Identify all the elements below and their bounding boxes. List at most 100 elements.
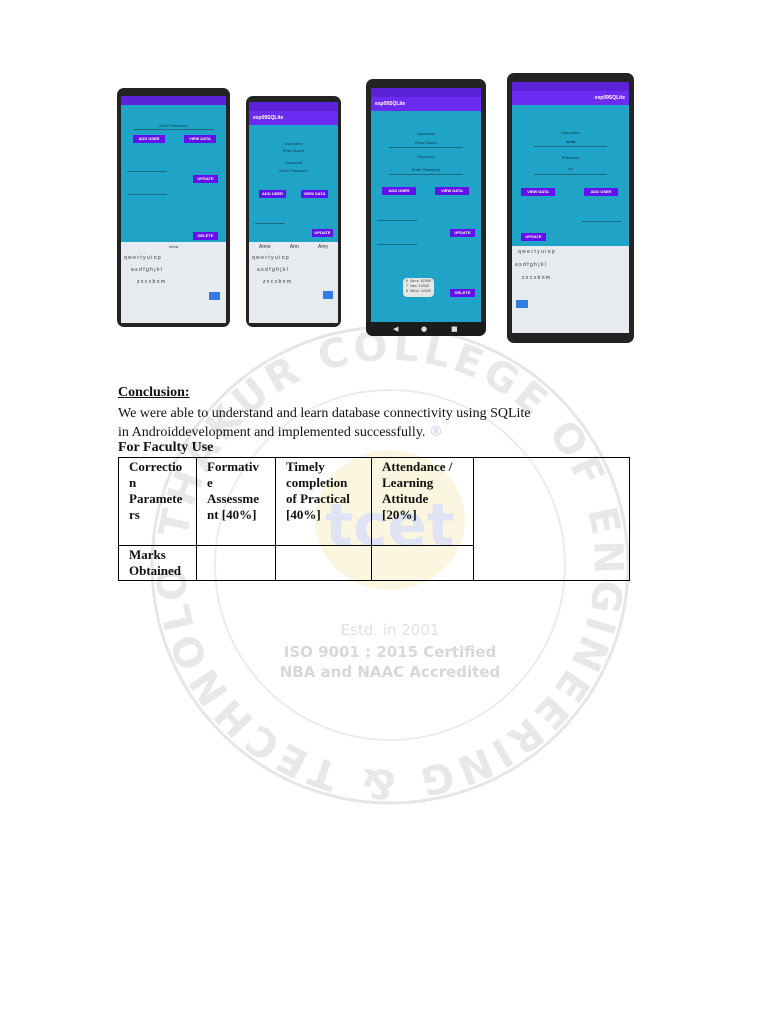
data-toast: 6 Sara 67890 7 Sam 12345 8 Neha 12345: [403, 278, 435, 297]
faculty-heading: For Faculty Use: [118, 440, 214, 455]
status-bar: [121, 96, 226, 105]
marks-timely[interactable]: [275, 545, 372, 581]
keyboard-row-1[interactable]: q w e r t y u i o p: [252, 255, 289, 261]
name-input[interactable]: Enter Name: [282, 148, 305, 153]
faculty-assessment-table: Correctio n Paramete rs Formativ e Asses…: [118, 457, 630, 581]
header-line: Formativ: [207, 459, 259, 474]
field-underline: [255, 223, 285, 224]
header-formative-assessment: Formativ e Assessme nt [40%]: [196, 457, 276, 546]
view-data-button[interactable]: VIEW DATA: [184, 135, 216, 143]
suggestion-ann[interactable]: Ann: [289, 244, 299, 250]
keyboard-row-1[interactable]: q w e r t y u i o p: [124, 255, 161, 261]
name-input[interactable]: Enter Name: [415, 140, 437, 145]
keyboard-row-3[interactable]: z x c v b n m: [263, 279, 292, 285]
app-title: exp09SQLite: [371, 97, 481, 111]
password-label: Password: [561, 155, 580, 160]
update-button[interactable]: UPDATE: [450, 229, 475, 237]
status-bar: [512, 82, 629, 91]
phone-screenshot-3: exp09SQLite Username Enter Name Password…: [366, 79, 486, 336]
field-underline: [534, 174, 607, 175]
header-line: Learning: [382, 475, 434, 490]
password-hint: Enter Password: [159, 123, 188, 128]
nav-bar: ◀ ● ■: [366, 322, 486, 336]
phone-screenshot-4: exp09SQLite Username neha Password •••• …: [507, 73, 634, 343]
back-icon[interactable]: ◀: [393, 325, 399, 333]
password-label: Password: [284, 160, 303, 165]
watermark-accreditation: NBA and NAAC Accredited: [280, 663, 501, 681]
toast-line: 7 Sam 12345: [406, 285, 430, 289]
view-data-button[interactable]: VIEW DATA: [435, 187, 469, 195]
password-input[interactable]: Enter Password: [411, 167, 441, 172]
username-label: Username: [561, 130, 580, 135]
add-user-button[interactable]: ADD USER: [584, 188, 618, 196]
keyboard-row-3[interactable]: z x c v b n m: [522, 275, 551, 281]
header-line: Attitude: [382, 491, 429, 506]
header-line: of Practical: [286, 491, 350, 506]
suggestion-neha[interactable]: neha: [169, 244, 178, 249]
password-label: Password: [417, 154, 435, 159]
header-attendance: Attendance / Learning Attitude [20%]: [371, 457, 474, 546]
add-user-button[interactable]: ADD USER: [133, 135, 165, 143]
conclusion-heading: Conclusion:: [118, 385, 190, 400]
enter-key[interactable]: [209, 292, 220, 300]
watermark-estd: Estd. in 2001: [341, 621, 440, 639]
status-bar: [371, 88, 481, 97]
soft-keyboard[interactable]: q w e r t y u i o p a s d f g h j k l z …: [512, 246, 629, 333]
suggestion-amy[interactable]: Amy: [318, 244, 328, 250]
marks-row: Marks Obtained: [118, 545, 630, 581]
conclusion-line-2-text: in Androiddevelopment and implemented su…: [118, 425, 426, 440]
header-line: nt [40%]: [207, 507, 257, 522]
soft-keyboard[interactable]: neha q w e r t y u i o p a s d f g h j k…: [121, 242, 226, 323]
registered-mark: ®: [428, 424, 443, 440]
table-header-row: Correctio n Paramete rs Formativ e Asses…: [118, 457, 630, 581]
app-title: exp09SQLite: [249, 111, 338, 125]
conclusion-line-2: in Androiddevelopment and implemented su…: [118, 423, 558, 442]
header-line: rs: [129, 507, 140, 522]
marks-label-line: Obtained: [129, 563, 182, 578]
view-data-button[interactable]: VIEW DATA: [521, 188, 555, 196]
add-user-button[interactable]: ADD USER: [259, 190, 286, 198]
signature-cell: [473, 457, 630, 581]
username-label: Username: [284, 141, 303, 146]
header-line: Timely: [286, 459, 325, 474]
header-line: e: [207, 475, 213, 490]
add-user-button[interactable]: ADD USER: [382, 187, 416, 195]
keyboard-row-3[interactable]: z x c v b n m: [137, 279, 166, 285]
suggestion-anne[interactable]: Anne: [259, 244, 271, 250]
keyboard-row-1[interactable]: q w e r t y u i o p: [518, 249, 555, 255]
view-data-button[interactable]: VIEW DATA: [301, 190, 328, 198]
enter-key[interactable]: [516, 300, 528, 308]
marks-label: Marks Obtained: [118, 545, 197, 581]
header-line: [40%]: [286, 507, 321, 522]
home-icon[interactable]: ●: [421, 325, 428, 333]
status-bar: [249, 102, 338, 111]
header-line: Attendance /: [382, 459, 453, 474]
marks-attendance[interactable]: [371, 545, 474, 581]
field-underline: [377, 220, 417, 221]
password-input[interactable]: Enter Password: [279, 168, 308, 173]
keyboard-row-2[interactable]: a s d f g h j k l: [515, 262, 546, 268]
field-underline: [377, 244, 417, 245]
header-line: [20%]: [382, 507, 417, 522]
update-button[interactable]: UPDATE: [312, 229, 333, 237]
name-input[interactable]: neha: [565, 139, 576, 144]
username-label: Username: [416, 131, 436, 136]
marks-formative[interactable]: [196, 545, 276, 581]
enter-key[interactable]: [323, 291, 333, 299]
watermark-iso: ISO 9001 : 2015 Certified: [284, 643, 496, 661]
delete-button[interactable]: DELETE: [450, 289, 475, 297]
update-button[interactable]: UPDATE: [521, 233, 546, 241]
delete-button[interactable]: DELETE: [193, 232, 218, 240]
soft-keyboard[interactable]: Anne Ann Amy q w e r t y u i o p a s d f…: [249, 242, 338, 323]
field-underline: [127, 194, 167, 195]
phone-screenshot-1: Enter Password ADD USER VIEW DATA UPDATE…: [117, 88, 230, 327]
keyboard-row-2[interactable]: a s d f g h j k l: [131, 267, 162, 273]
header-line: completion: [286, 475, 348, 490]
update-button[interactable]: UPDATE: [193, 175, 218, 183]
password-input[interactable]: ••••: [567, 166, 574, 171]
header-line: Assessme: [207, 491, 259, 506]
field-underline: [127, 171, 167, 172]
keyboard-row-2[interactable]: a s d f g h j k l: [257, 267, 288, 273]
phone-screenshot-2: exp09SQLite Username Enter Name Password…: [246, 96, 341, 327]
recents-icon[interactable]: ■: [451, 325, 458, 333]
